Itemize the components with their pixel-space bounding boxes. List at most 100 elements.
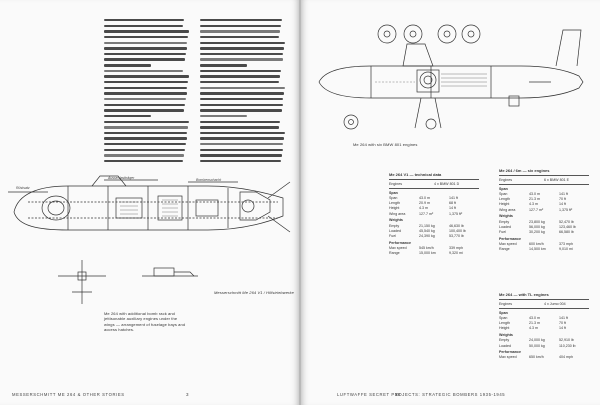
spec-cell: Height	[389, 206, 400, 211]
left-text-column-2	[200, 19, 286, 166]
spec-cell: 127.7 m²	[529, 207, 544, 212]
spec-cell: Empty	[389, 223, 400, 228]
text-line	[200, 109, 282, 112]
spec-cell: 43.0 m	[419, 196, 430, 201]
spec-cell: Length	[389, 201, 400, 206]
text-line	[200, 47, 285, 50]
spec-cell: Length	[499, 197, 510, 202]
right-page-number: 19	[395, 392, 401, 397]
spec-cell: Loaded	[499, 224, 511, 229]
text-line	[104, 75, 190, 78]
text-line	[200, 126, 280, 129]
spec-cell: Fuel	[389, 233, 396, 238]
text-line	[104, 81, 189, 84]
left-page-number: 3	[186, 392, 189, 397]
spec-cell: 14 ft	[559, 202, 566, 207]
figure-callout-2: Aussenlastträger	[108, 176, 135, 180]
spec-row: Empty 21,150 kg 46,630 lb	[389, 223, 479, 228]
spec-cell: 373 mph	[559, 241, 573, 246]
text-line	[200, 86, 286, 90]
spec-cell: 21.3 m	[529, 321, 540, 326]
spec-cell: Span	[499, 310, 508, 315]
spec-row: Loaded 50,000 kg 110,230 lb	[499, 343, 589, 348]
text-line	[104, 131, 188, 135]
spec-cell: Height	[499, 326, 510, 331]
text-line	[104, 120, 190, 123]
spec-group-heading: Performance	[389, 240, 479, 245]
text-line	[200, 103, 283, 106]
spec-cell: 9,010 mi	[559, 246, 573, 251]
spec-cell: Engines	[389, 181, 402, 186]
spec-cell: 6 x BMW 801 E	[544, 177, 569, 182]
spec-cell: 21,150 kg	[419, 223, 435, 228]
spec-cell: 4.3 m	[529, 202, 538, 207]
spec-cell: 100,400 lb	[449, 228, 466, 233]
spec-cell: 30,200 kg	[529, 229, 545, 234]
spec-cell: 404 mph	[559, 355, 573, 360]
text-line	[104, 86, 188, 90]
spec-cell: Performance	[499, 350, 521, 355]
spec-table-title: Me 264 — with TL engines	[499, 292, 549, 297]
text-line	[200, 160, 281, 163]
spec-cell: 1,375 ft²	[559, 207, 573, 212]
text-line	[104, 24, 184, 28]
figure-callout-3: Bombenschacht	[196, 178, 222, 182]
spec-header-row: Engines 6 x BMW 801 E	[499, 177, 589, 182]
text-line	[200, 81, 280, 84]
spec-cell: Engines	[499, 177, 512, 182]
spec-group-heading: Performance	[499, 236, 589, 241]
text-line	[104, 19, 184, 22]
spec-cell: Empty	[499, 338, 510, 343]
text-line	[200, 64, 248, 67]
text-line	[200, 148, 283, 152]
text-line	[104, 148, 185, 152]
spec-group-heading: Weights	[499, 333, 589, 338]
text-line	[200, 41, 286, 44]
spec-cell: Wing area	[499, 207, 516, 212]
spec-cell: 50,000 kg	[529, 343, 545, 348]
text-line	[200, 120, 280, 123]
spec-cell: Max speed	[389, 245, 407, 250]
spec-cell: Loaded	[499, 343, 511, 348]
text-line	[104, 154, 184, 157]
text-line	[200, 114, 248, 118]
spec-cell: 24,000 kg	[529, 338, 545, 343]
spec-rule	[499, 307, 589, 309]
spec-cell: Max speed	[499, 355, 517, 360]
text-line	[104, 41, 188, 44]
figure-note: Messerschmitt Me 264 V1 / Hilfstriebwerk…	[214, 290, 294, 295]
text-line	[104, 160, 184, 163]
spec-row: Wing area 127.7 m² 1,375 ft²	[499, 207, 589, 212]
spec-cell: 56,000 kg	[529, 224, 545, 229]
text-line	[104, 58, 185, 61]
spec-rule	[499, 183, 589, 185]
text-line	[104, 30, 190, 33]
spec-cell: Span	[499, 316, 508, 321]
text-line	[104, 64, 152, 67]
right-page: Me 264 with six BMW 801 engines Me 264 V…	[301, 0, 600, 405]
spec-cell: 127.7 m²	[419, 211, 434, 216]
spec-cell: Weights	[499, 333, 513, 338]
spec-cell: 110,230 lb	[559, 343, 576, 348]
spec-group-heading: Performance	[499, 350, 589, 355]
spec-cell: 46,630 lb	[449, 223, 464, 228]
left-figure-caption: Me 264 with additional bomb rack and jet…	[104, 311, 186, 333]
text-line	[200, 35, 280, 39]
spec-cell: 70 ft	[559, 197, 566, 202]
text-line	[104, 97, 186, 101]
spec-cell: 141 ft	[559, 192, 568, 197]
spec-cell: 4.3 m	[419, 206, 428, 211]
left-page: Rüstsatz Aussenlastträger Bombenschacht …	[0, 0, 299, 405]
spec-cell: Span	[389, 196, 398, 201]
spec-cell: 66,580 lb	[559, 229, 574, 234]
